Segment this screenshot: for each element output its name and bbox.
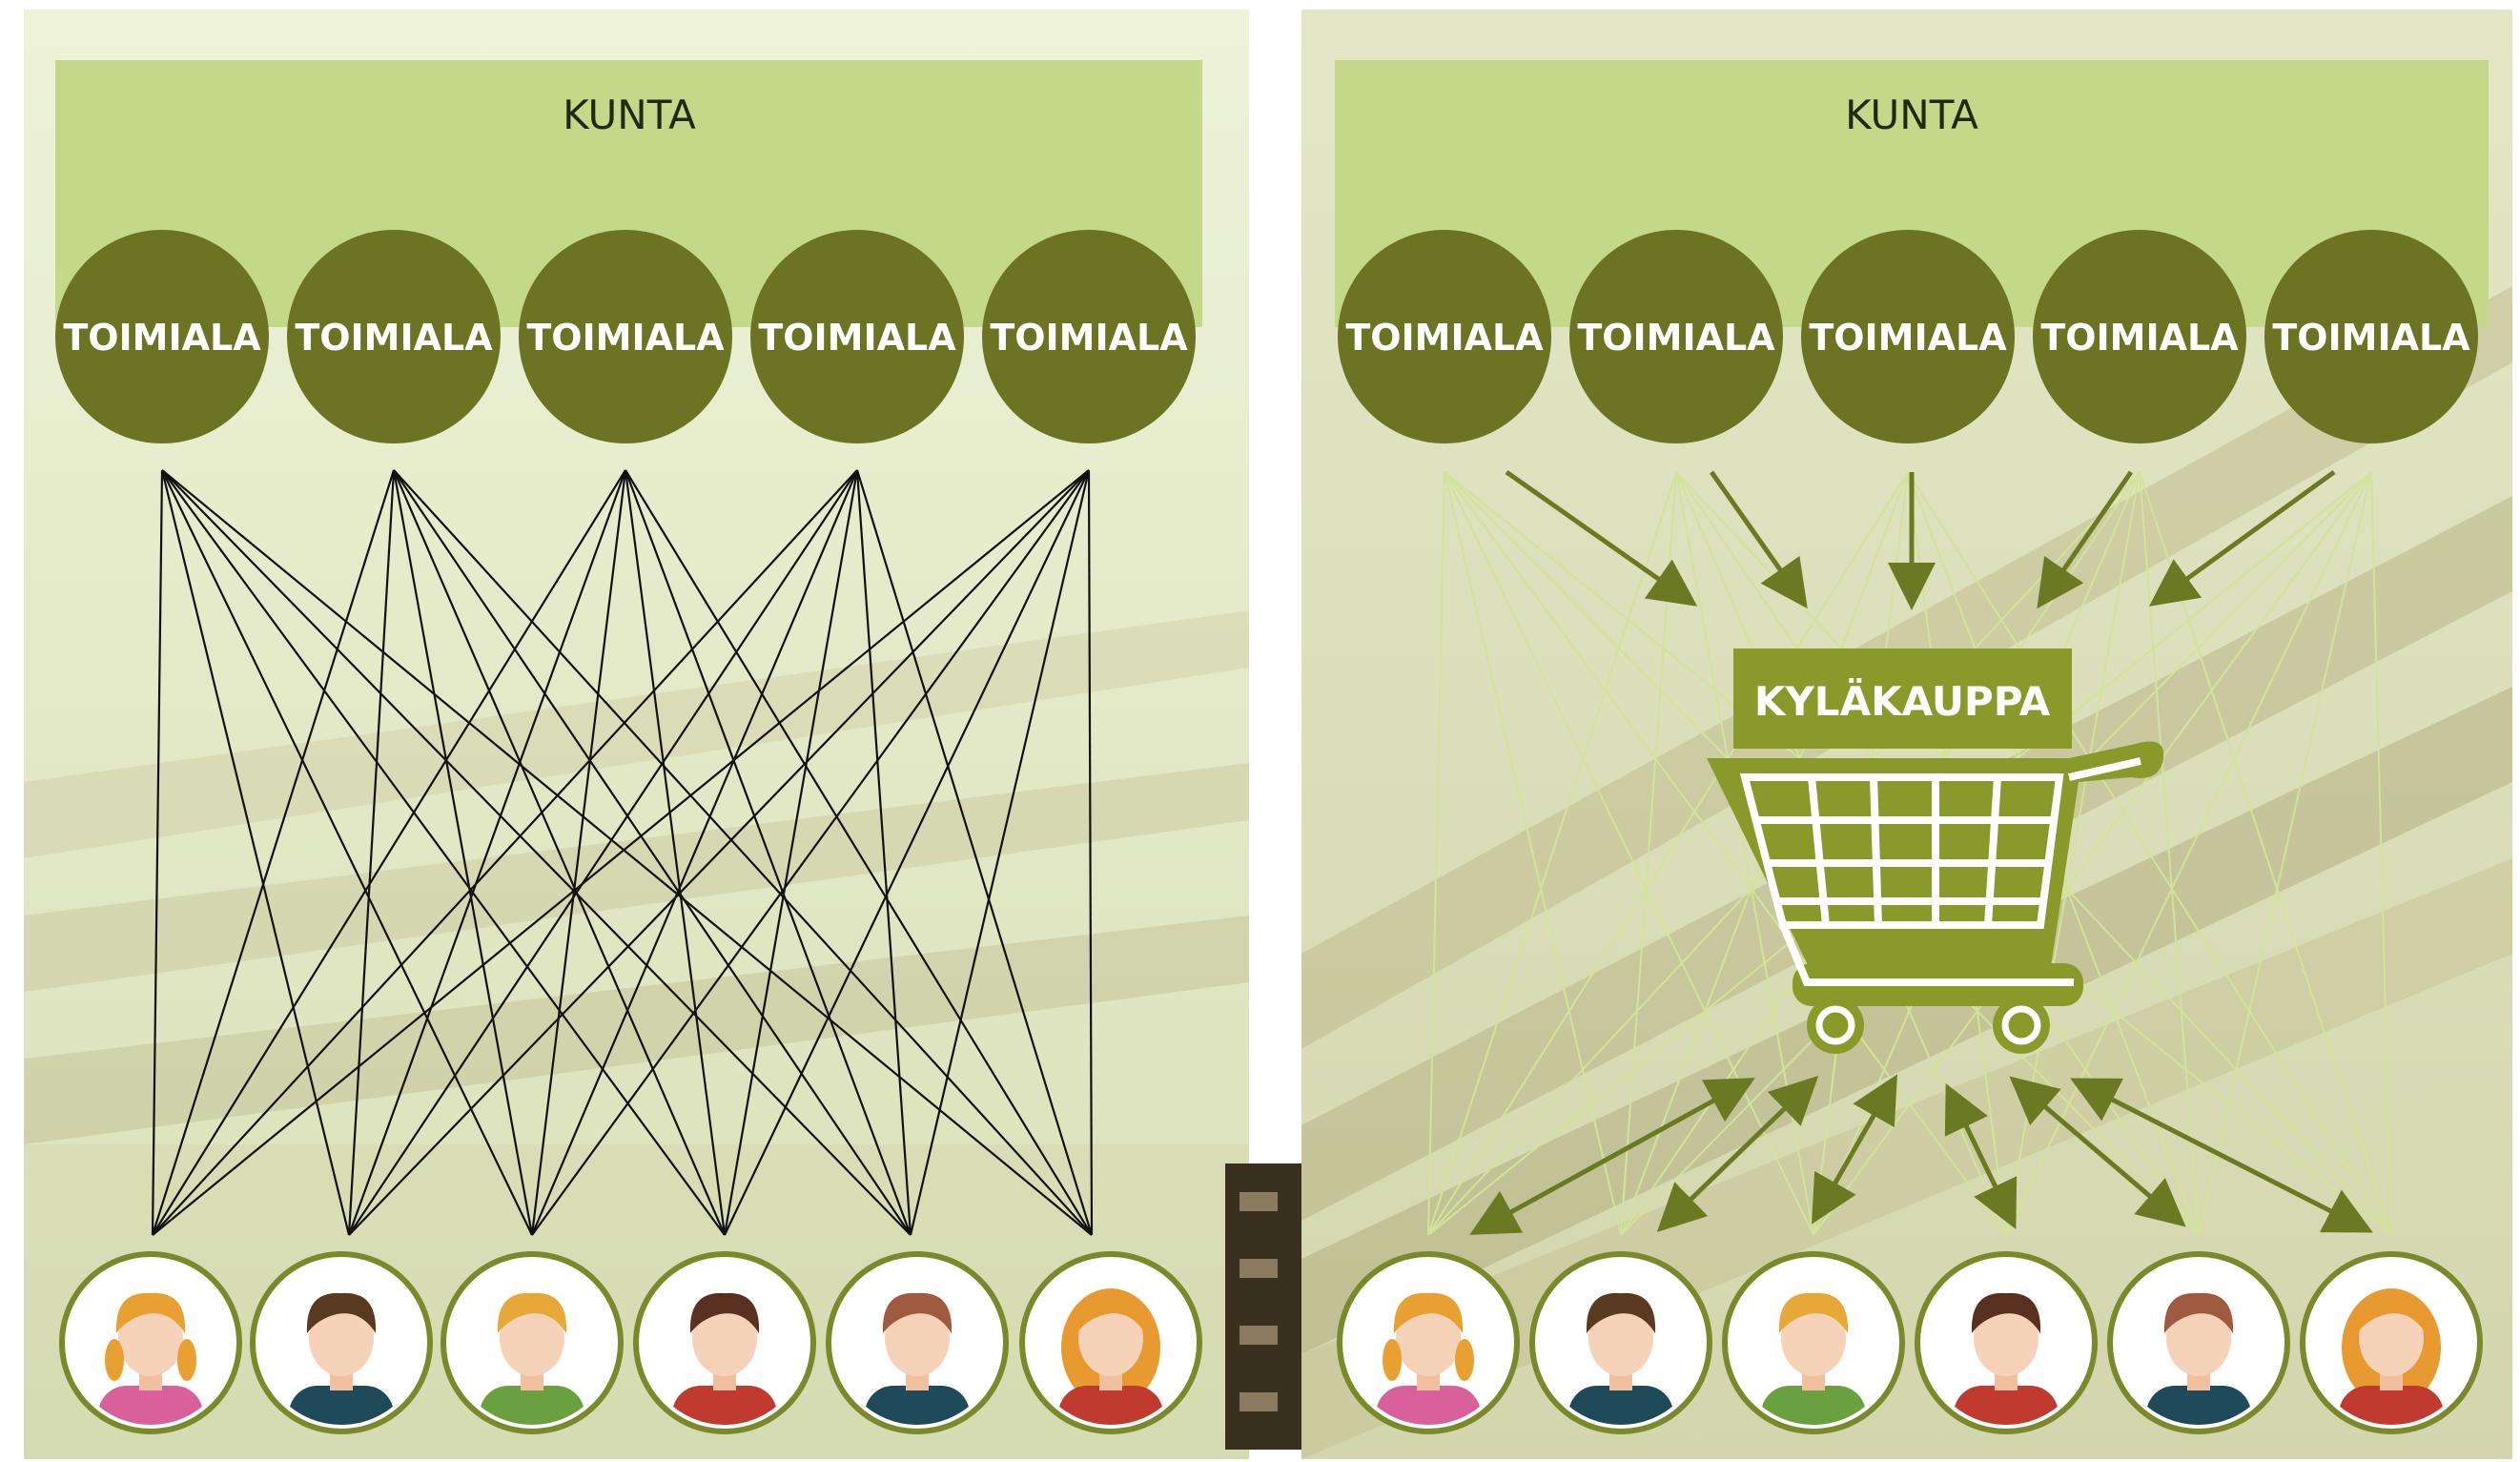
connection-line [393, 469, 912, 1236]
connection-line [161, 469, 533, 1236]
department-label: TOIMIALA [758, 317, 956, 359]
arrow-hub-resident [1944, 1082, 2018, 1230]
department-label: TOIMIALA [526, 317, 725, 359]
department-label: TOIMIALA [2272, 317, 2470, 359]
toimiala-3: TOIMIALA [1801, 230, 2015, 443]
department-circle [55, 230, 269, 443]
hub-arrows [1469, 469, 2373, 1235]
department-circle [1338, 230, 1551, 443]
resident-avatar-icon [2300, 1251, 2483, 1434]
arrow-to-hub [1709, 470, 1808, 609]
connection-line [530, 469, 859, 1236]
department-circle [287, 230, 501, 443]
connection-line [724, 469, 1090, 1236]
arrow-hub-resident [2070, 1078, 2373, 1233]
toimiala-2: TOIMIALA [287, 230, 501, 443]
connection-line [161, 469, 726, 1236]
connection-line [1087, 469, 1094, 1236]
department-circle [519, 230, 732, 443]
connection-line [624, 469, 727, 1236]
department-label: TOIMIALA [1345, 317, 1544, 359]
panel-divider [1225, 1163, 1301, 1450]
connection-line [152, 469, 858, 1236]
department-label: TOIMIALA [295, 317, 493, 359]
resident-avatar-icon [1337, 1251, 1520, 1434]
toimiala-2: TOIMIALA [1569, 230, 1783, 443]
toimiala-4: TOIMIALA [2033, 230, 2246, 443]
kunta-label: KUNTA [563, 92, 696, 138]
department-circle [1569, 230, 1783, 443]
connection-line [393, 469, 1093, 1236]
connection-line [392, 469, 534, 1236]
hub-label: KYLÄKAUPPA [1754, 677, 2051, 725]
faded-line [1444, 471, 2007, 1236]
arrow-to-hub [2148, 469, 2336, 607]
arrow-hub-resident [1656, 1076, 1819, 1232]
connection-line [625, 469, 1093, 1236]
connection-line [392, 469, 727, 1236]
kylakauppa-hub: KYLÄKAUPPA [1707, 649, 2164, 1054]
resident-avatar-icon [2107, 1251, 2290, 1434]
connection-line [161, 469, 1093, 1236]
connection-line [151, 469, 164, 1236]
connection-line [152, 469, 626, 1236]
department-label: TOIMIALA [1577, 317, 1775, 359]
toimiala-1: TOIMIALA [55, 230, 269, 443]
toimiala-5: TOIMIALA [982, 230, 1196, 443]
toimiala-1: TOIMIALA [1338, 230, 1551, 443]
department-circle [2264, 230, 2478, 443]
resident-avatar-icon [826, 1251, 1009, 1434]
department-circle [982, 230, 1196, 443]
connection-lines [151, 469, 1094, 1236]
resident-avatars [59, 1251, 1202, 1434]
faded-line [2370, 471, 2392, 1236]
toimiala-4: TOIMIALA [750, 230, 964, 443]
resident-avatar-icon [440, 1251, 624, 1434]
faded-line [1813, 471, 2372, 1236]
kunta-label: KUNTA [1845, 92, 1978, 138]
department-label: TOIMIALA [2040, 317, 2239, 359]
resident-avatar-icon [1529, 1251, 1712, 1434]
department-circle [750, 230, 964, 443]
department-circles: TOIMIALA TOIMIALA TOIMIALA TOIMIALA TOIMIALA [1338, 230, 2478, 443]
resident-avatars [1337, 1251, 2483, 1434]
department-label: TOIMIALA [63, 317, 261, 359]
arrow-to-hub [1505, 469, 1698, 607]
faded-line [1427, 471, 1445, 1236]
toimiala-3: TOIMIALA [519, 230, 732, 443]
connection-line [624, 469, 912, 1236]
department-circles: TOIMIALA TOIMIALA TOIMIALA TOIMIALA TOIMIALA [55, 230, 1196, 443]
connection-line [855, 469, 1094, 1236]
connection-line [348, 469, 858, 1236]
resident-avatar-icon [1722, 1251, 1905, 1434]
connection-line [909, 469, 1091, 1236]
arrow-to-hub [2037, 470, 2134, 609]
arrow-hub-resident [1812, 1074, 1897, 1225]
toimiala-5: TOIMIALA [2264, 230, 2478, 443]
shopping-cart-icon [1707, 741, 2164, 1054]
connection-line [531, 469, 1090, 1236]
resident-avatar-icon [1019, 1251, 1202, 1434]
resident-avatar-icon [250, 1251, 433, 1434]
resident-avatar-icon [1915, 1251, 2098, 1434]
connection-line [347, 469, 627, 1236]
connection-line [152, 469, 1090, 1236]
hub-label-box [1733, 649, 2072, 749]
connection-line [855, 469, 912, 1236]
connection-line [530, 469, 627, 1236]
resident-avatar-icon [633, 1251, 816, 1434]
department-circle [2033, 230, 2246, 443]
department-label: TOIMIALA [1809, 317, 2007, 359]
resident-avatar-icon [59, 1251, 242, 1434]
department-label: TOIMIALA [990, 317, 1188, 359]
connection-line [160, 469, 351, 1236]
connection-line [347, 469, 396, 1236]
connection-line [348, 469, 1090, 1236]
department-circle [1801, 230, 2015, 443]
connection-line [723, 469, 859, 1236]
connection-line [151, 469, 396, 1236]
